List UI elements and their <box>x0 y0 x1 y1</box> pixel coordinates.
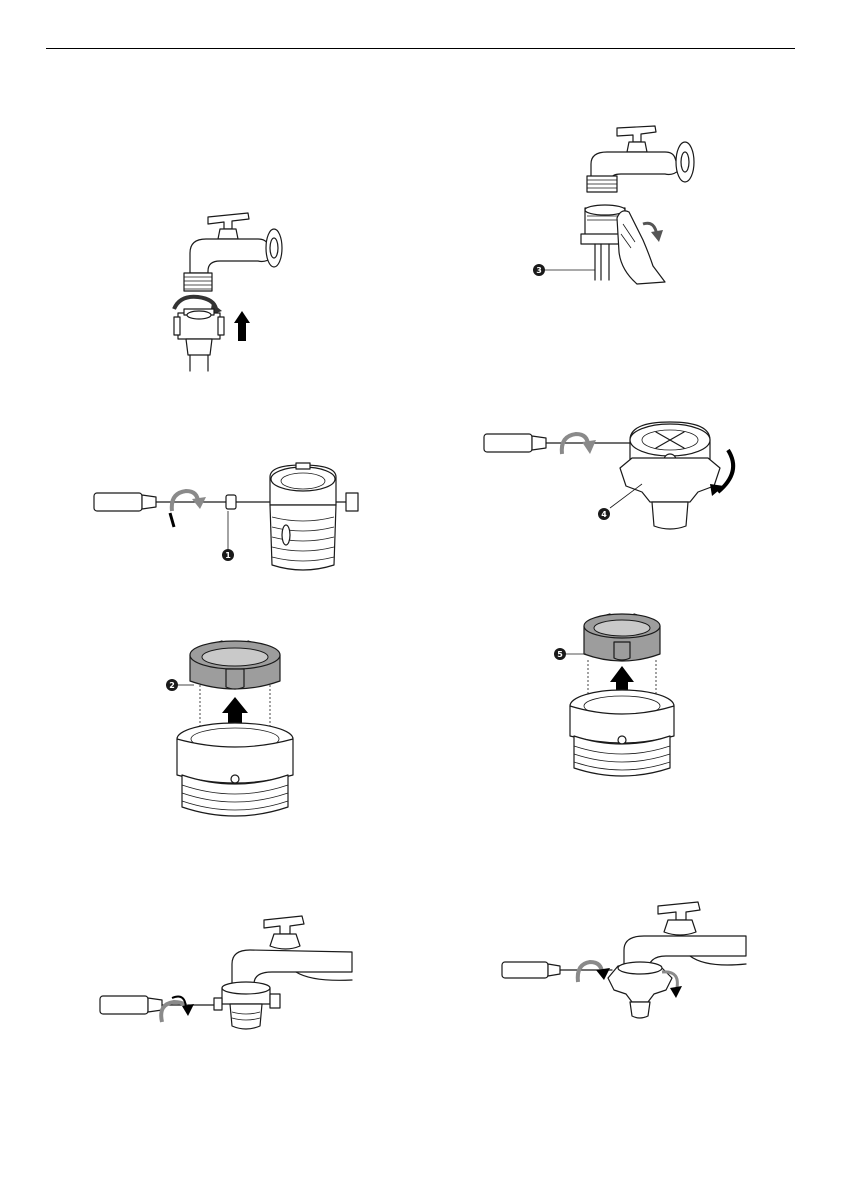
callout-3: 3 <box>536 266 542 275</box>
hand-icon: 3 <box>525 120 705 300</box>
callout-4: 4 <box>601 510 607 519</box>
screwdriver-icon <box>500 898 750 1023</box>
header-rule <box>46 48 795 49</box>
screwdriver-icon: 1 <box>90 455 380 585</box>
callout-5: 5 <box>557 650 563 659</box>
hose-connector-icon: 4 <box>480 410 740 540</box>
rubber-packing-icon: 2 <box>160 635 310 825</box>
screwdriver-icon <box>96 912 356 1032</box>
faucet-icon <box>150 205 290 375</box>
callout-1: 1 <box>225 551 231 560</box>
callout-2: 2 <box>169 681 175 690</box>
rubber-packing-icon: 5 <box>550 610 690 790</box>
